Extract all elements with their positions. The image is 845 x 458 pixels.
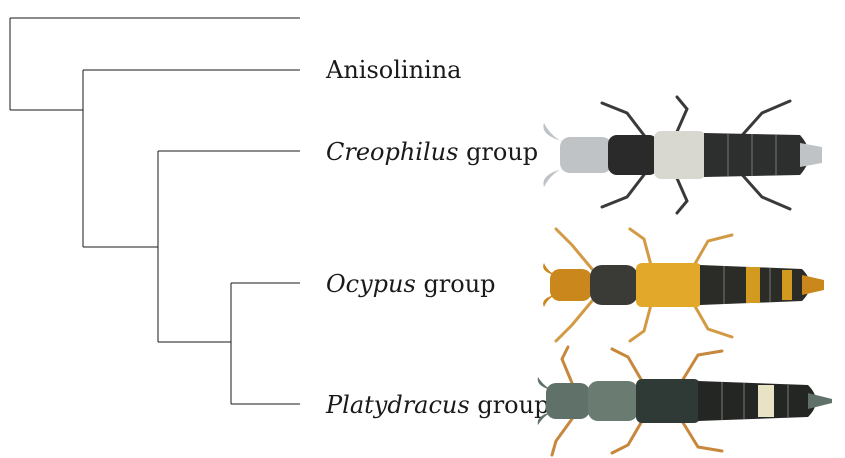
taxon-label-anisolinina: Anisolinina: [326, 56, 461, 84]
ocypus-beetle-icon: [532, 225, 842, 345]
taxon-label-ocypus: Ocypus group: [326, 270, 496, 298]
taxon-label-text: Anisolinina: [326, 56, 461, 84]
taxon-label-platydracus: Platydracus group: [326, 391, 549, 419]
taxon-label-text: group: [458, 138, 538, 166]
taxon-label-italic: Creophilus: [326, 138, 458, 166]
creophilus-beetle-icon: [532, 95, 842, 215]
taxon-label-italic: Ocypus: [326, 270, 416, 298]
taxon-label-creophilus: Creophilus group: [326, 138, 538, 166]
taxon-label-text: group: [416, 270, 496, 298]
platydracus-beetle-icon: [532, 345, 842, 457]
taxon-label-italic: Platydracus: [326, 391, 470, 419]
